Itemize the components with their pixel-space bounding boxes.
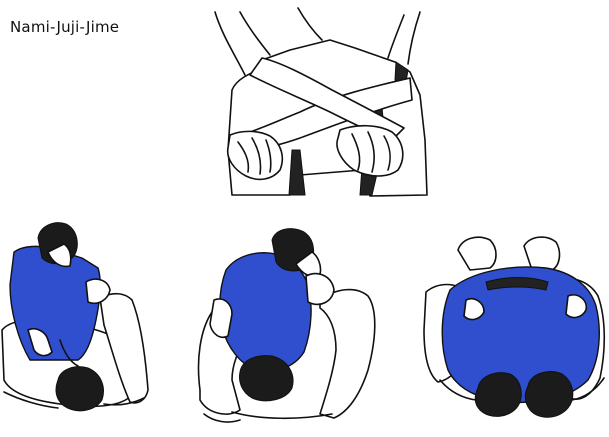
- top-view-figure: [0, 0, 609, 437]
